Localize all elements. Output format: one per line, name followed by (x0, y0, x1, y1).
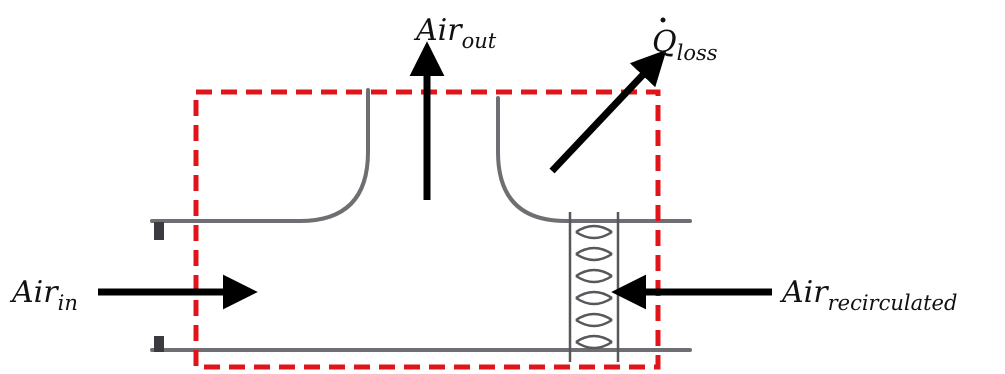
air-in-label: Airin (9, 275, 78, 315)
duct-walls (150, 88, 692, 352)
upper-flange (154, 222, 164, 240)
heat-exchanger (568, 212, 620, 362)
svg-text:Qloss: Qloss (652, 25, 718, 65)
upper-left-duct-wall (150, 88, 370, 223)
q-loss-label: Qloss (652, 17, 718, 65)
air-out-label: Airout (413, 13, 497, 53)
q-dot (660, 17, 666, 23)
q-loss-arrow (549, 49, 667, 174)
flow-arrows (98, 41, 772, 310)
inlet-flanges (154, 222, 164, 352)
air-recirculated-label: Airrecirculated (779, 275, 957, 315)
upper-right-duct-wall (496, 96, 692, 223)
lower-flange (154, 336, 164, 352)
